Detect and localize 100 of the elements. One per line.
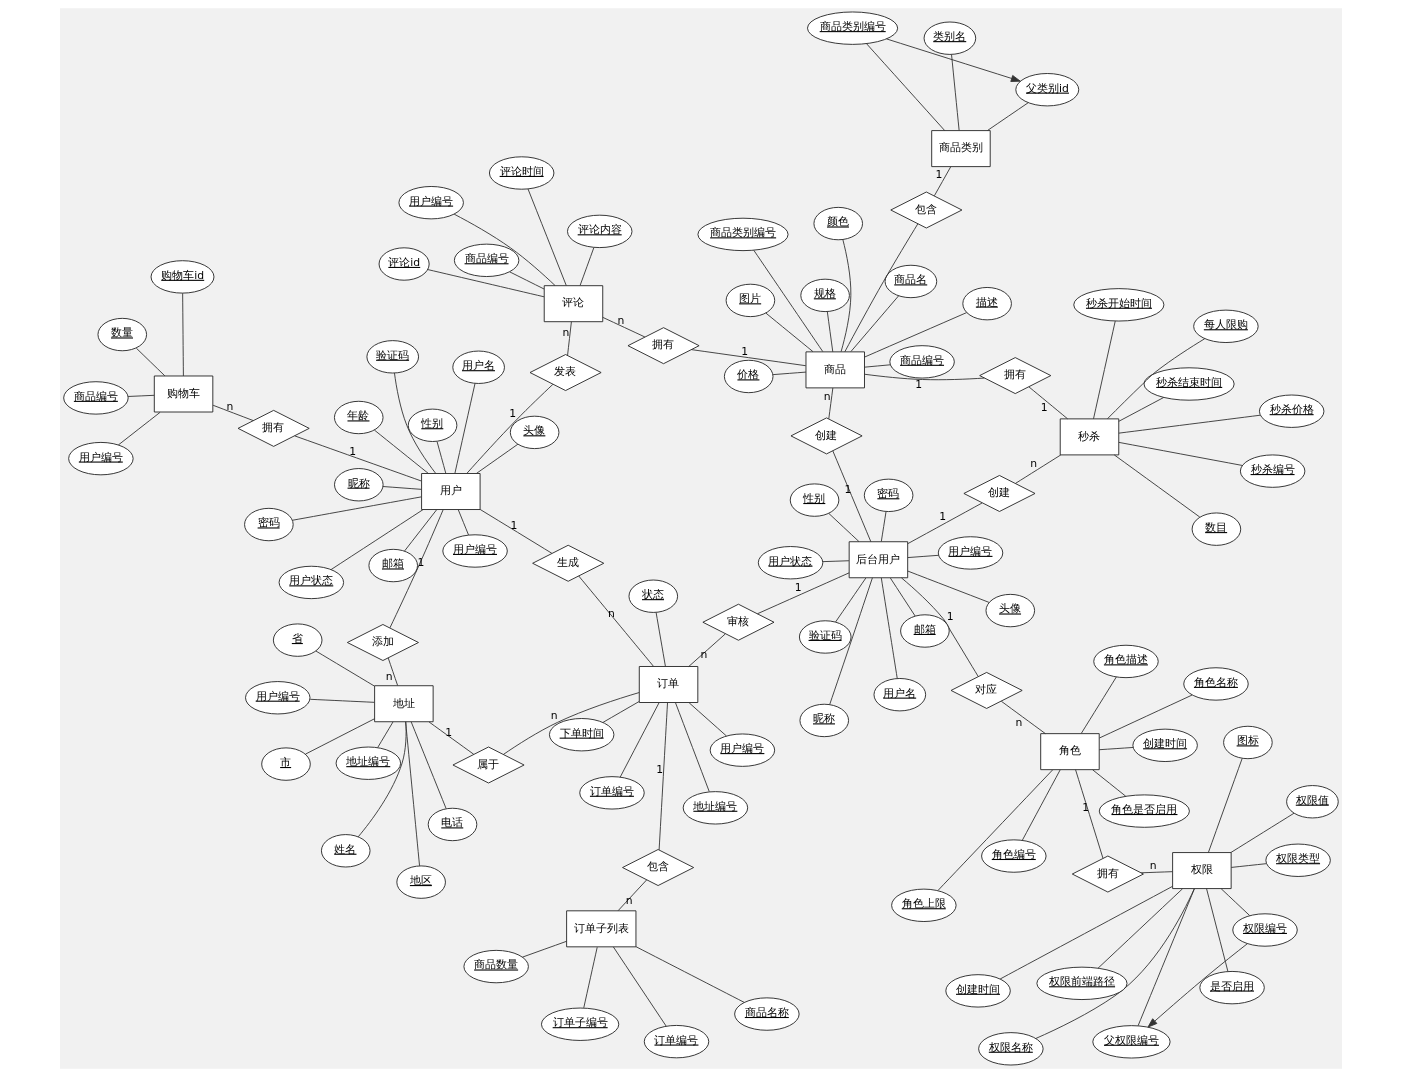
node-ellipse: 订单编号 [643, 1025, 710, 1059]
node-ellipse: 性别 [789, 483, 840, 517]
connector [655, 611, 666, 667]
node-ellipse: 性别 [407, 408, 458, 442]
edge-label: n [385, 670, 393, 684]
connector [578, 575, 654, 667]
node-ellipse: 规格 [800, 278, 850, 313]
node-diamond: 包含 [890, 191, 963, 229]
connector [1137, 888, 1195, 1027]
node-ellipse: 权限名称 [978, 1032, 1044, 1066]
node-ellipse: 用户编号 [937, 536, 1004, 570]
node-ellipse: 父权限编号 [1092, 1025, 1171, 1059]
node-ellipse: 姓名 [321, 834, 371, 868]
node-ellipse: 省 [272, 623, 323, 657]
connector [907, 502, 983, 545]
connector [826, 311, 834, 353]
node-ellipse: 评论id [378, 247, 430, 281]
node-box: 购物车 [153, 375, 214, 413]
connector [907, 570, 990, 603]
connector [1118, 441, 1243, 466]
edge-label: 1 [935, 168, 943, 182]
connector [822, 560, 850, 563]
node-ellipse: 昵称 [334, 468, 384, 502]
connector [509, 271, 545, 290]
connector [410, 721, 447, 810]
edge-label: 1 [741, 344, 749, 358]
connector [1098, 747, 1134, 751]
node-ellipse: 商品类别编号 [697, 217, 789, 252]
node-ellipse: 图片 [725, 283, 776, 318]
connector [377, 721, 394, 749]
connector [1207, 758, 1243, 853]
connector [999, 885, 1173, 980]
edge-label: 1 [417, 555, 425, 569]
connector [1000, 700, 1046, 735]
node-diamond: 创建 [963, 475, 1036, 512]
edge-label: 1 [1082, 801, 1090, 815]
connector [619, 702, 660, 778]
node-box: 角色 [1040, 733, 1100, 771]
connector [1093, 320, 1116, 420]
node-ellipse: 价格 [723, 359, 774, 394]
arrow [1147, 943, 1248, 1028]
node-ellipse: 用户编号 [709, 733, 776, 767]
connector [389, 509, 444, 629]
connector [305, 718, 375, 755]
edge-label: n [1030, 456, 1038, 470]
node-diamond: 包含 [622, 849, 695, 886]
node-box: 权限 [1172, 852, 1232, 890]
node-ellipse: 商品名称 [734, 997, 800, 1031]
node-ellipse: 商品编号 [889, 345, 955, 379]
connector [635, 946, 745, 1003]
connector [357, 721, 407, 838]
node-ellipse: 订单编号 [579, 776, 645, 810]
node-diamond: 属于 [452, 746, 525, 784]
node-ellipse: 购物车id [150, 260, 215, 294]
node-ellipse: 角色描述 [1093, 644, 1159, 679]
connector [394, 372, 437, 474]
connector [212, 404, 254, 421]
node-ellipse: 邮箱 [368, 548, 418, 583]
connector [135, 347, 166, 377]
edge-label: 1 [445, 725, 453, 739]
connector [382, 486, 422, 490]
connector [675, 702, 710, 792]
node-ellipse: 验证码 [366, 340, 419, 374]
connector [579, 246, 595, 286]
node-ellipse: 数目 [1191, 512, 1242, 546]
connector [987, 102, 1029, 131]
connector [522, 940, 568, 958]
connector [1080, 676, 1117, 734]
edge-label: n [700, 648, 708, 662]
connector [436, 441, 447, 474]
edge-label: n [1149, 859, 1157, 873]
node-box: 订单子列表 [566, 910, 637, 948]
connector [294, 435, 422, 482]
connector [688, 702, 727, 737]
node-diamond: 添加 [346, 624, 419, 661]
connector [1092, 769, 1127, 797]
connector [828, 513, 860, 542]
node-ellipse: 密码 [244, 507, 294, 542]
connector [602, 316, 646, 338]
edge-label: 1 [349, 444, 357, 458]
node-ellipse: 秒杀结束时间 [1143, 367, 1235, 401]
connector [765, 312, 814, 353]
connector [1028, 386, 1069, 420]
node-ellipse: 用户编号 [442, 534, 508, 568]
node-ellipse: 描述 [962, 287, 1012, 321]
node-ellipse: 是否启用 [1199, 970, 1265, 1005]
node-ellipse: 密码 [863, 478, 914, 512]
connector [387, 657, 399, 686]
edge-label: n [1015, 715, 1023, 729]
node-ellipse: 下单时间 [548, 718, 615, 752]
connector [1118, 414, 1261, 434]
node-box: 后台用户 [848, 541, 909, 579]
connector [330, 509, 424, 571]
node-ellipse: 权限类型 [1265, 843, 1331, 877]
connector [658, 702, 668, 851]
connector [880, 511, 887, 542]
node-ellipse: 秒杀开始时间 [1073, 288, 1165, 322]
node-ellipse: 市 [261, 747, 311, 781]
node-ellipse: 类别名 [923, 21, 977, 55]
node-ellipse: 商品类别编号 [807, 11, 899, 45]
